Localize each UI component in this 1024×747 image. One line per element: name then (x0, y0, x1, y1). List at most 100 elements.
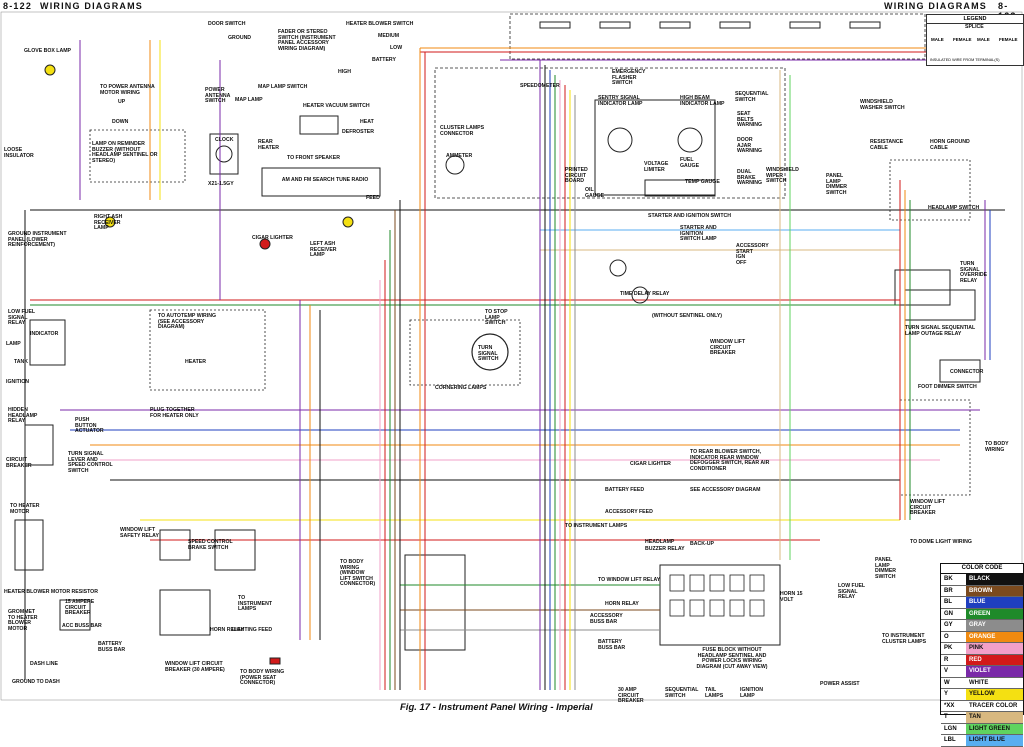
label-accessory-buss: ACCESSORY BUSS BAR (590, 613, 623, 625)
label-window-lift-relay: WINDOW LIFT SAFETY RELAY (120, 527, 159, 539)
label-high: HIGH (338, 69, 351, 75)
label-low: LOW (390, 45, 403, 51)
label-door-switch: DOOR SWITCH (208, 21, 246, 27)
label-speedometer: SPEEDOMETER (520, 83, 560, 89)
color-code-abbr: BK (944, 576, 953, 583)
label-high-beam: HIGH BEAM INDICATOR LAMP (680, 95, 725, 107)
page-number-left: 8-122 (3, 1, 33, 11)
color-code-abbr: W (944, 679, 950, 686)
label-door-ajar: DOOR AJAR WARNING (737, 137, 763, 155)
label-panel-dimmer-2: PANEL LAMP DIMMER SWITCH (875, 557, 897, 580)
color-code-name: RED (966, 654, 1023, 665)
label-turn-signal-switch: TURN SIGNAL SWITCH (478, 345, 499, 363)
label-power-antenna-switch: POWER ANTENNA SWITCH (205, 87, 231, 105)
label-defroster: DEFROSTER (342, 129, 374, 135)
color-code-abbr: O (944, 633, 949, 640)
label-tail-lamps: TAIL LAMPS (705, 687, 724, 699)
label-ammeter: AMMETER (446, 153, 473, 159)
top-connectors (539, 21, 881, 29)
label-blower-resistor: HEATER BLOWER MOTOR RESISTOR (4, 589, 98, 595)
label-heater: HEATER (185, 359, 206, 365)
label-to-stop-lamp: TO STOP LAMP SWITCH (485, 309, 508, 327)
color-code-name: LIGHT GREEN (966, 723, 1023, 734)
color-code-name: WHITE (966, 677, 1023, 688)
color-code-name: LIGHT BLUE (966, 735, 1023, 746)
label-cornering-lamps: CORNERING LAMPS (435, 385, 487, 391)
label-left-ash-lamp: LEFT ASH RECEIVER LAMP (310, 241, 337, 259)
color-code-abbr: GY (944, 622, 953, 629)
label-windshield-washer: WINDSHIELD WASHER SWITCH (860, 99, 905, 111)
label-voltage-limiter: VOLTAGE LIMITER (644, 161, 669, 173)
legend-note: INSULATED WIRE FROM TERMINAL(S) (930, 58, 1000, 62)
label-battery-buss-bar: BATTERY BUSS BAR (98, 641, 126, 653)
label-battery-feed: BATTERY FEED (605, 487, 645, 493)
label-to-body-wiring: TO BODY WIRING (985, 441, 1009, 453)
label-panel-lamp-dimmer: PANEL LAMP DIMMER SWITCH (826, 173, 848, 196)
color-code-abbr: V (944, 668, 949, 675)
label-fuse-block: FUSE BLOCK WITHOUT HEADLAMP SENTINEL AND… (696, 647, 768, 670)
label-front-speaker: TO FRONT SPEAKER (287, 155, 340, 161)
label-cigar-lighter: CIGAR LIGHTER (252, 235, 293, 241)
label-indicator: INDICATOR (30, 331, 59, 337)
figure-caption: Fig. 17 - Instrument Panel Wiring - Impe… (400, 702, 593, 713)
label-map-lamp-switch: MAP LAMP SWITCH (258, 84, 308, 90)
label-low-fuel-signal: LOW FUEL SIGNAL RELAY (838, 583, 865, 601)
color-code-name: BLUE (966, 597, 1023, 608)
label-autotemp: TO AUTOTEMP WIRING (SEE ACCESSORY DIAGRA… (158, 313, 217, 331)
label-feed: FEED (366, 195, 380, 201)
label-wl-breaker-30: WINDOW LIFT CIRCUIT BREAKER (30 AMPERE) (165, 661, 225, 673)
color-code-name: BROWN (966, 585, 1023, 596)
radio-box (261, 167, 381, 197)
cluster-box (434, 67, 786, 199)
label-emergency-flasher: EMERGENCY FLASHER SWITCH (612, 69, 646, 87)
label-time-delay-relay: TIME DELAY RELAY (620, 291, 670, 297)
label-turn-signal-override: TURN SIGNAL OVERRIDE RELAY (960, 261, 988, 284)
label-right-ash-lamp: RIGHT ASH RECEIVER LAMP (94, 214, 123, 232)
label-battery-buss: BATTERY BUSS BAR (598, 639, 626, 651)
label-outage-relay: TURN SIGNAL SEQUENTIAL LAMP OUTAGE RELAY (905, 325, 976, 337)
label-accessory-start: ACCESSORY START IGN OFF (736, 243, 769, 266)
label-sentry-signal: SENTRY SIGNAL INDICATOR LAMP (598, 95, 643, 107)
color-code-abbr: T (944, 714, 948, 721)
label-push-button-actuator: PUSH BUTTON ACTUATOR (75, 417, 104, 435)
color-code-abbr: R (944, 656, 949, 663)
label-x21: X21-1.5GY (208, 181, 234, 187)
label-hidden-headlamp-relay: HIDDEN HEADLAMP RELAY (8, 407, 38, 425)
label-connector: CONNECTOR (950, 369, 984, 375)
label-battery: BATTERY (372, 57, 396, 63)
label-power-assist: POWER ASSIST (820, 681, 860, 687)
color-code-name: PINK (966, 643, 1023, 654)
label-horn-relay-2: HORN RELAY (605, 601, 639, 607)
color-code-name: GRAY (966, 620, 1023, 631)
color-code-name: VIOLET (966, 666, 1023, 677)
top-harness-box (509, 13, 926, 60)
label-to-instrument-lamps: TO INSTRUMENT LAMPS (238, 595, 273, 613)
label-clock: CLOCK (215, 137, 234, 143)
label-circuit-breaker: CIRCUIT BREAKER (6, 457, 32, 469)
legend-symbol-female-1: FEMALE (953, 37, 972, 42)
header-title-left: WIRING DIAGRAMS (40, 1, 143, 11)
clock-box (209, 133, 239, 175)
label-accessory-feed: ACCESSORY FEED (605, 509, 653, 515)
wiring-schematic (0, 11, 1023, 701)
label-dash-line: DASH LINE (30, 661, 58, 667)
label-cluster-lamps-connector: CLUSTER LAMPS CONNECTOR (440, 125, 485, 137)
label-heat: HEAT (360, 119, 374, 125)
color-code-name: BLACK (966, 574, 1023, 585)
label-cigar-lighter-2: CIGAR LIGHTER (630, 461, 671, 467)
label-see-accessory: SEE ACCESSORY DIAGRAM (690, 487, 761, 493)
label-heater-blower-switch: HEATER BLOWER SWITCH (346, 21, 414, 27)
legend-splice: SPLICE (965, 24, 984, 30)
label-resistance-cable: RESISTANCE CABLE (870, 139, 904, 151)
label-body-wiring-seat: TO BODY WIRING (POWER SEAT CONNECTOR) (240, 669, 285, 687)
label-breaker-30: 30 AMP CIRCUIT BREAKER (618, 687, 644, 705)
label-to-instrument-lamps-2: TO INSTRUMENT LAMPS (565, 523, 628, 529)
color-code-row: V VIOLET (941, 666, 1023, 678)
